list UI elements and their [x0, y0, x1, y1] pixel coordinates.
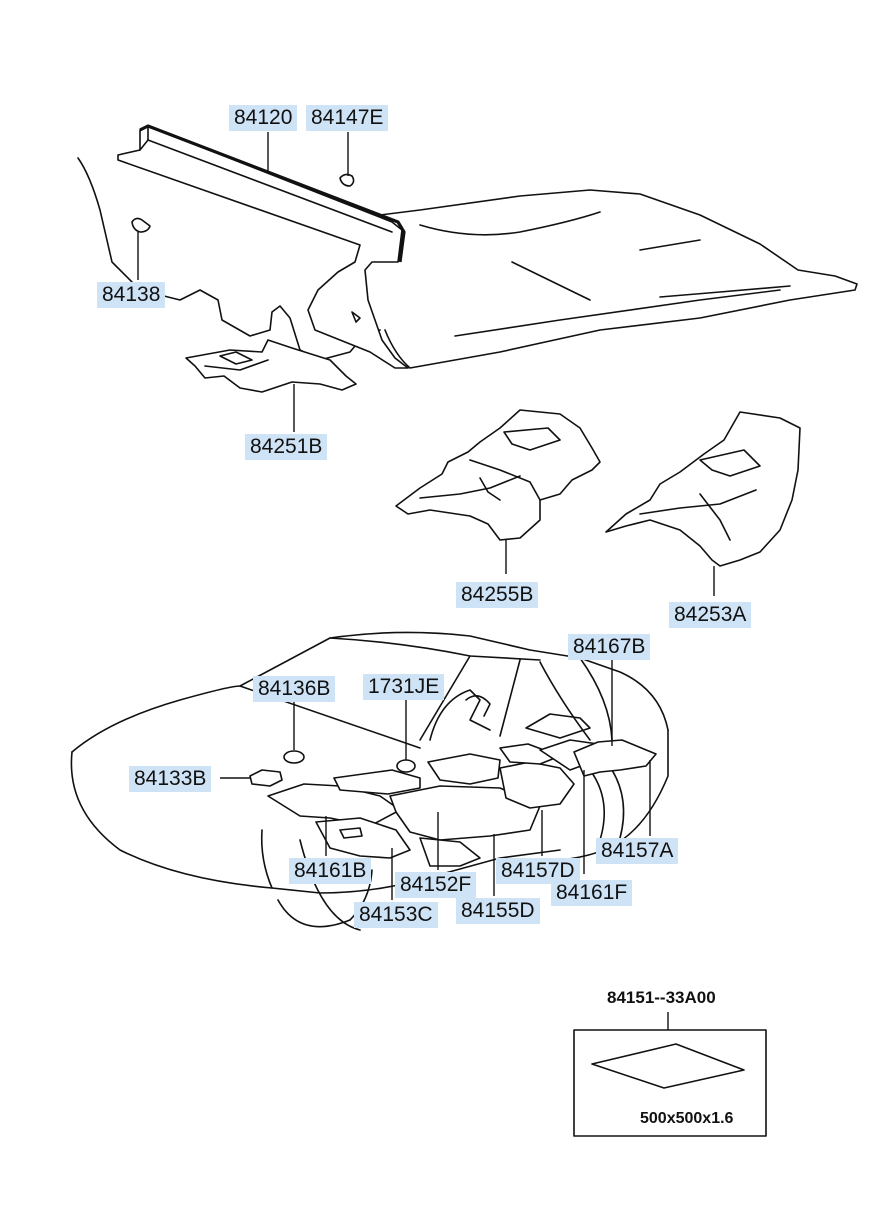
- plug-84136B: [283, 750, 305, 764]
- part-label-84161B[interactable]: 84161B: [289, 858, 372, 884]
- inset-part-number[interactable]: 84151--33A00: [607, 988, 716, 1007]
- leader-lines: [137, 132, 715, 1030]
- part-label-84253A[interactable]: 84253A: [669, 602, 752, 628]
- plug-1731JE: [396, 759, 416, 773]
- part-label-84120[interactable]: 84120: [229, 105, 298, 131]
- pad-84133B: [249, 769, 283, 787]
- rear-shelf-trim: [77, 124, 409, 369]
- part-label-84167B[interactable]: 84167B: [568, 634, 651, 660]
- pad-84251B: [185, 339, 357, 393]
- part-label-84157D[interactable]: 84157D: [496, 858, 580, 884]
- floor-carpets: [267, 739, 657, 867]
- inset-dimensions: 500x500x1.6: [640, 1110, 734, 1127]
- insulator-84255B: [395, 409, 601, 541]
- seat-outline: [429, 689, 591, 741]
- insulator-84253A: [605, 411, 801, 567]
- part-label-84136B[interactable]: 84136B: [253, 676, 336, 702]
- clip-84147E: [339, 173, 355, 187]
- part-label-84147E[interactable]: 84147E: [306, 105, 389, 131]
- part-label-84157A[interactable]: 84157A: [596, 838, 679, 864]
- part-label-84133B[interactable]: 84133B: [129, 766, 212, 792]
- part-label-84138[interactable]: 84138: [97, 282, 166, 308]
- plug-84138: [131, 217, 151, 233]
- part-label-84251B[interactable]: 84251B: [245, 434, 328, 460]
- part-label-84155D[interactable]: 84155D: [456, 898, 540, 924]
- inset-box: [573, 1029, 767, 1137]
- part-label-84161F[interactable]: 84161F: [551, 880, 633, 906]
- part-label-84255B[interactable]: 84255B: [456, 582, 539, 608]
- part-label-84153C[interactable]: 84153C: [354, 902, 438, 928]
- part-label-84152F[interactable]: 84152F: [395, 872, 477, 898]
- part-label-1731JE[interactable]: 1731JE: [363, 674, 445, 700]
- trunk-floor-panel: [379, 189, 858, 369]
